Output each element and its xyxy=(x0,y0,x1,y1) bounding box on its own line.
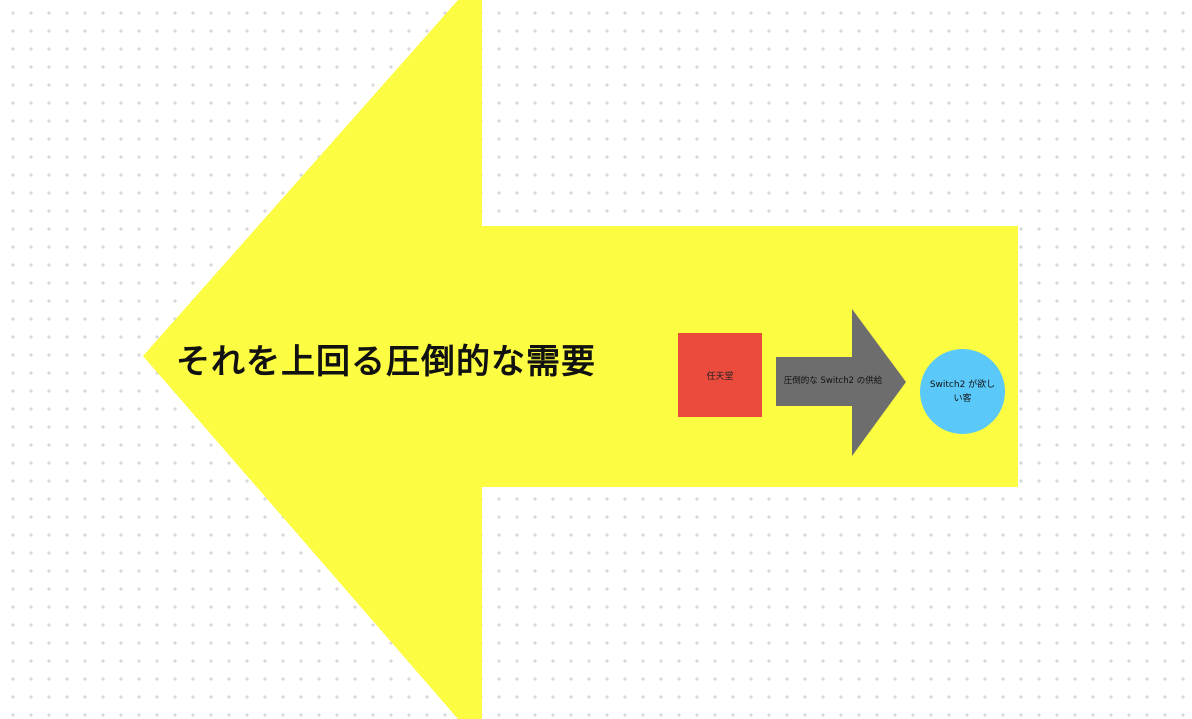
headline-text: それを上回る圧倒的な需要 xyxy=(176,342,596,382)
supplier-box: 任天堂 xyxy=(678,333,762,417)
customer-label: Switch2 が欲しい客 xyxy=(929,379,996,404)
big-left-arrow-shape xyxy=(143,0,1018,719)
customer-circle: Switch2 が欲しい客 xyxy=(920,349,1005,434)
supply-flow-arrow xyxy=(776,309,906,456)
supplier-label: 任天堂 xyxy=(706,371,734,382)
supply-flow-label: 圧倒的な Switch2 の供給 xyxy=(783,376,883,386)
supply-flow-arrow-shape xyxy=(776,309,906,456)
